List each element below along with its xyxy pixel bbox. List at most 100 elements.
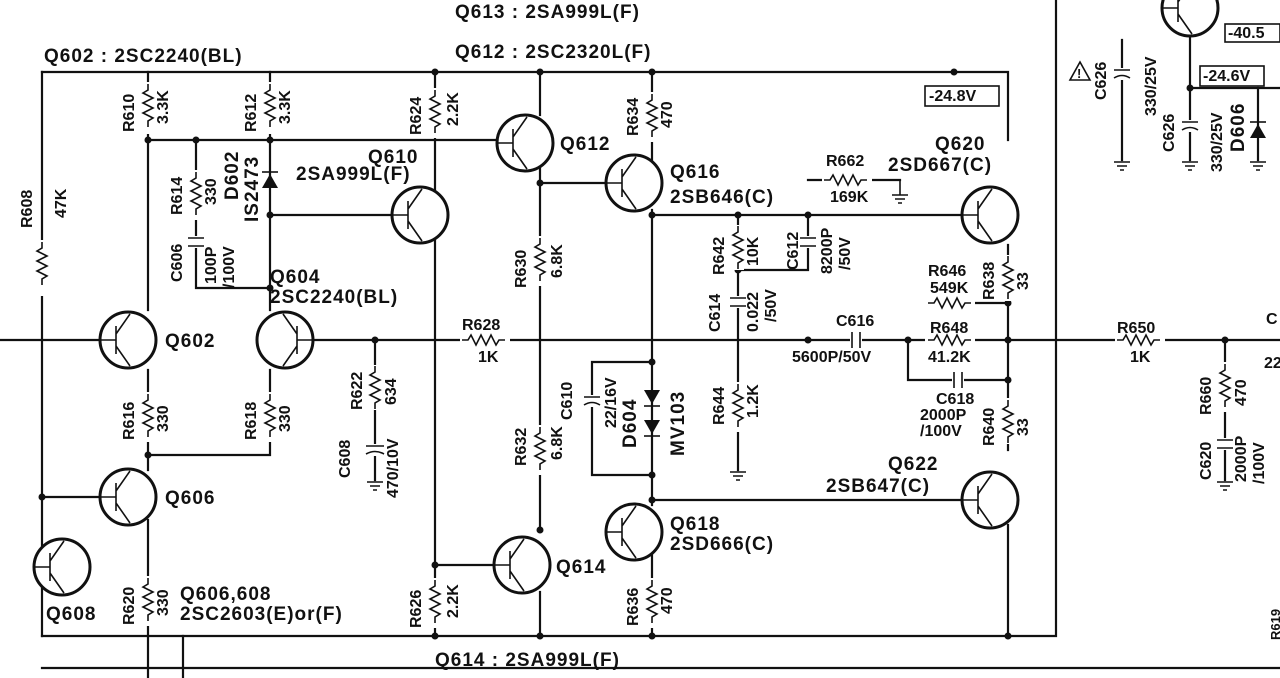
label-c618-value-2: /100V [920, 423, 962, 440]
label-r612-value: 3.3K [277, 90, 294, 124]
label-d602: D602 [222, 151, 243, 200]
label-c618-value-1: 2000P [920, 407, 967, 424]
label-c614: C614 [707, 294, 724, 332]
label-c614-value-2: /50V [763, 289, 780, 322]
label-r619: R619 [1268, 609, 1280, 640]
label-r644-value: 1.2K [745, 384, 762, 418]
label-r628: R628 [462, 317, 500, 334]
transistor-q604 [255, 310, 315, 370]
label-d604: D604 [620, 399, 641, 448]
label-r646: R646 [928, 263, 966, 280]
label-q618: Q618 [670, 514, 720, 535]
label-r636-value: 470 [659, 587, 676, 614]
label-r612: R612 [243, 94, 260, 132]
label-c620-value-2: /100V [1251, 442, 1268, 484]
label-r634-value: 470 [659, 101, 676, 128]
label-d602-type: IS2473 [242, 156, 263, 222]
label-r614-value: 330 [203, 178, 220, 205]
label-r620: R620 [121, 587, 138, 625]
label-r618-value: 330 [277, 405, 294, 432]
label-r632-value: 6.8K [549, 426, 566, 460]
label-r648-value: 41.2K [928, 349, 971, 366]
label-r642: R642 [711, 237, 728, 275]
label-r620-value: 330 [155, 589, 172, 616]
label-r644: R644 [711, 387, 728, 425]
label-q610: Q610 [368, 147, 418, 168]
header-q614: Q614 : 2SA999L(F) [435, 650, 620, 671]
diode-symbols [262, 121, 1266, 437]
label-c616: C616 [836, 313, 874, 330]
label-q622: Q622 [888, 454, 938, 475]
header-q606-608-type: 2SC2603(E)or(F) [180, 604, 343, 625]
label-q618-type: 2SD666(C) [670, 534, 774, 555]
transistor-q614 [492, 535, 552, 595]
label-r638-value: 33 [1015, 272, 1032, 290]
label-r622: R622 [349, 372, 366, 410]
svg-text:!: ! [1077, 66, 1081, 81]
label-c608-value: 470/10V [385, 438, 402, 498]
label-r610-value: 3.3K [155, 90, 172, 124]
label-r630-value: 6.8K [549, 244, 566, 278]
junction-dots [38, 68, 1229, 640]
voltage-box-2 [1199, 65, 1265, 87]
transistor-q622 [960, 470, 1020, 530]
label-c612-value-2: /50V [837, 237, 854, 270]
label-r624: R624 [408, 97, 425, 135]
label-q616-type: 2SB646(C) [670, 187, 774, 208]
label-q604: Q604 [270, 267, 320, 288]
transistor-q613 [1160, 0, 1220, 38]
label-c626-a: C626 [1093, 62, 1110, 100]
header-q612: Q612 : 2SC2320L(F) [455, 42, 651, 63]
label-c626-a-value: 330/25V [1143, 56, 1160, 116]
voltage-label-1: -24.8V [929, 88, 976, 105]
edge-mark-22: 22 [1264, 355, 1280, 372]
label-c614-value-1: 0.022 [745, 292, 762, 332]
transistor-q618 [604, 502, 664, 562]
label-r662: R662 [826, 153, 864, 170]
label-q610-type: 2SA999L(F) [296, 164, 411, 185]
label-c626-b-value: 330/25V [1209, 112, 1226, 172]
label-r630: R630 [513, 250, 530, 288]
label-c612: C612 [785, 232, 802, 270]
label-r608: R608 [19, 190, 36, 228]
voltage-label-2: -24.6V [1203, 68, 1250, 85]
label-q620: Q620 [935, 134, 985, 155]
label-r636: R636 [625, 588, 642, 626]
label-q608: Q608 [46, 604, 96, 625]
label-r608-value: 47K [53, 188, 70, 218]
header-q602: Q602 : 2SC2240(BL) [44, 46, 243, 67]
label-c626-b: C626 [1161, 114, 1178, 152]
capacitor-symbols [188, 68, 1233, 456]
label-c608: C608 [337, 440, 354, 478]
label-q616: Q616 [670, 162, 720, 183]
label-c612-value-1: 8200P [819, 227, 836, 274]
transistor-q608 [32, 537, 92, 597]
label-d604-type: MV103 [668, 391, 689, 456]
label-c616-value: 5600P/50V [792, 349, 872, 366]
label-r662-value: 169K [830, 189, 869, 206]
label-r624-value: 2.2K [445, 92, 462, 126]
transistor-q606 [98, 467, 158, 527]
label-r640-value: 33 [1015, 418, 1032, 436]
label-r616: R616 [121, 402, 138, 440]
warning-icon: ! [1068, 60, 1092, 81]
resistor-symbols [36, 82, 1231, 628]
label-c610: C610 [559, 382, 576, 420]
label-q602: Q602 [165, 331, 215, 352]
label-q604-type: 2SC2240(BL) [270, 287, 398, 308]
ground-symbols [366, 161, 1267, 491]
edge-mark-c: C [1266, 311, 1278, 328]
label-r632: R632 [513, 428, 530, 466]
label-q612: Q612 [560, 134, 610, 155]
label-r640: R640 [981, 408, 998, 446]
label-r634: R634 [625, 98, 642, 136]
label-c606-value-2: /100V [221, 246, 238, 288]
label-r614: R614 [169, 177, 186, 215]
voltage-box-1 [924, 85, 1000, 107]
label-c618: C618 [936, 391, 974, 408]
header-q613: Q613 : 2SA999L(F) [455, 2, 640, 23]
transistor-q602 [98, 310, 158, 370]
voltage-label-3: -40.5 [1228, 25, 1265, 42]
label-c610-value: 22/16V [603, 377, 620, 428]
